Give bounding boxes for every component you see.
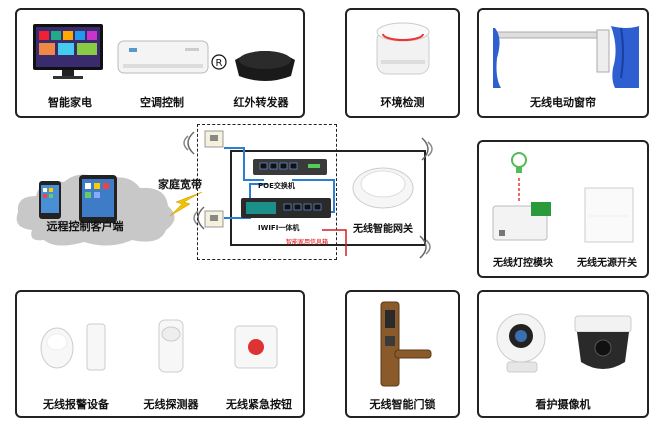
wireless-gateway-icon <box>352 167 414 209</box>
smart-lock-icon <box>380 301 432 387</box>
detector-label: 无线探测器 <box>143 398 199 411</box>
light-bulb-icon <box>511 152 527 173</box>
door-lock-label: 无线智能门锁 <box>369 398 436 411</box>
wifi-waves-right-top-icon <box>421 137 433 161</box>
lighting-panel: 无线灯控模块 无线无源开关 <box>477 140 649 278</box>
lightning-icon <box>169 191 203 217</box>
poe-switch-label: POE交换机 <box>258 182 295 190</box>
iwifi-device-icon <box>241 198 331 218</box>
remote-client-label: 远程控制客户端 <box>46 220 124 233</box>
passive-switch-icon <box>584 187 634 243</box>
environment-panel: 环境检测 <box>345 8 460 118</box>
passive-switch-label: 无线无源开关 <box>577 258 637 269</box>
door-lock-panel: 无线智能门锁 <box>345 290 460 418</box>
curtain-icon <box>493 26 639 88</box>
ac-control-label: 空调控制 <box>140 96 184 109</box>
smartphone-icon <box>39 181 61 219</box>
info-box-outline <box>197 124 337 260</box>
dome-camera-icon <box>496 313 546 373</box>
wifi-waves-right-bottom-icon <box>419 235 431 259</box>
light-module-label: 无线灯控模块 <box>493 258 553 269</box>
tv-icon <box>33 24 103 79</box>
environment-label: 环境检测 <box>380 96 425 109</box>
alarm-device-icon <box>40 323 106 371</box>
curtain-panel: 无线电动窗帘 <box>477 8 649 118</box>
wall-socket-bottom-icon <box>204 210 224 228</box>
info-box-label: 智能家用信息箱 <box>286 239 329 246</box>
camera-panel: 看护摄像机 <box>477 290 649 418</box>
detector-icon <box>158 319 184 373</box>
poe-switch-icon <box>253 159 327 175</box>
air-conditioner-icon <box>117 40 209 74</box>
security-panel: 无线报警设备 无线探测器 无线紧急按钮 <box>15 290 305 418</box>
wall-socket-top-icon <box>204 130 224 148</box>
broadband-label: 家庭宽带 <box>158 178 202 191</box>
light-control-module-icon <box>492 202 551 241</box>
iwifi-label: IWIFI一体机 <box>258 224 300 232</box>
network-equipment-box <box>230 150 426 246</box>
gateway-label: 无线智能网关 <box>353 224 413 235</box>
ptz-camera-icon <box>574 315 632 369</box>
smart-appliance-panel: R 智能家电 空调控制 红外转发器 <box>15 8 305 118</box>
ir-transponder-label: 红外转发器 <box>233 96 289 109</box>
alarm-label: 无线报警设备 <box>43 398 109 411</box>
wifi-waves-left2-icon <box>193 206 205 230</box>
emergency-button-label: 无线紧急按钮 <box>226 398 292 411</box>
tablet-icon <box>79 175 117 223</box>
wifi-waves-left-icon <box>183 131 195 155</box>
ir-transponder-icon <box>235 51 295 81</box>
infrared-signal-icon: R <box>211 54 227 70</box>
emergency-button-icon <box>234 325 278 369</box>
camera-label: 看护摄像机 <box>535 398 591 411</box>
light-wire-icon <box>518 178 520 202</box>
smart-appliance-label: 智能家电 <box>48 96 92 109</box>
curtain-label: 无线电动窗帘 <box>530 96 596 109</box>
environment-sensor-icon <box>376 22 430 75</box>
svg-text:R: R <box>216 58 223 69</box>
